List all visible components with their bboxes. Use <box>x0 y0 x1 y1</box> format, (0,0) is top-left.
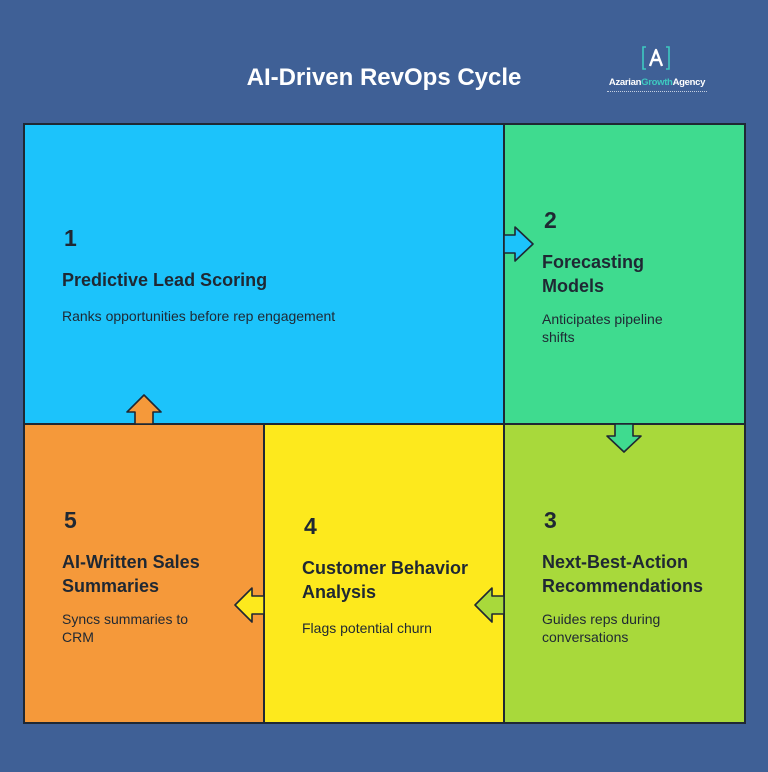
diagram-title: AI-Driven RevOps Cycle <box>246 64 522 91</box>
logo-tagline-strip <box>607 91 707 95</box>
step-1-panel <box>23 123 505 425</box>
step-1-description: Ranks opportunities before rep engagemen… <box>62 308 336 324</box>
step-4-panel <box>263 423 505 724</box>
step-3-number: 3 <box>544 507 557 533</box>
step-4-number: 4 <box>304 513 317 539</box>
step-5-description: Syncs summaries to CRM <box>62 611 189 645</box>
step-1-title: Predictive Lead Scoring <box>62 270 268 290</box>
logo-wordmark: AzarianGrowthAgency <box>602 77 712 88</box>
logo-name-part3: Agency <box>672 77 706 88</box>
logo-name-part1: Azarian <box>608 77 642 88</box>
step-2-number: 2 <box>544 207 557 233</box>
step-1-number: 1 <box>64 225 77 251</box>
step-5-title: AI-Written Sales Summaries <box>62 552 200 596</box>
step-2-description: Anticipates pipeline shifts <box>542 311 663 345</box>
step-2-title: Forecasting Models <box>542 252 645 296</box>
brand-logo: AzarianGrowthAgency <box>602 46 712 98</box>
step-5-number: 5 <box>64 507 77 533</box>
step-5-panel <box>23 423 265 724</box>
logo-name-part2: Growth <box>641 77 673 88</box>
step-4-description: Flags potential churn <box>302 620 432 636</box>
step-4-title: Customer Behavior Analysis <box>302 558 469 602</box>
logo-a-icon <box>642 46 670 70</box>
step-3-description: Guides reps during conversations <box>542 611 661 645</box>
step-3-panel <box>503 423 746 724</box>
step-3-title: Next-Best-Action Recommendations <box>542 552 704 596</box>
